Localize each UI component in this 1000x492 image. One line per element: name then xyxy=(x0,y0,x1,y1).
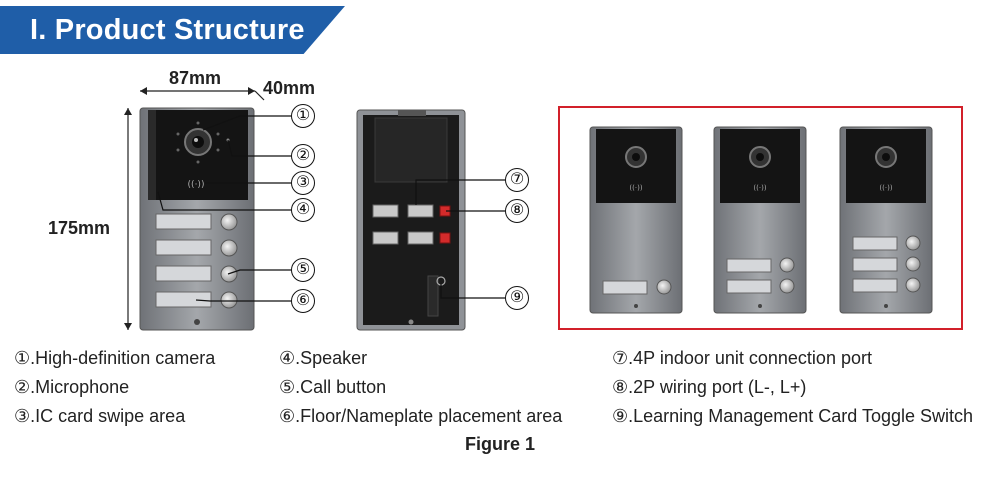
camera-lens-icon xyxy=(184,128,212,156)
screw xyxy=(194,319,200,325)
callout-1: ① xyxy=(291,104,315,128)
callout-3: ③ xyxy=(291,171,315,195)
section-title: I. Product Structure xyxy=(30,14,305,46)
depth-dimension-line xyxy=(254,90,265,101)
variant-one-button: ((·)) xyxy=(589,126,683,314)
legend-item-speaker: ④.Speaker xyxy=(279,348,368,368)
back-panel xyxy=(356,109,466,331)
callout-6: ⑥ xyxy=(291,289,315,313)
svg-text:((·)): ((·)) xyxy=(753,184,766,192)
variant-two-buttons: ((·)) xyxy=(713,126,807,314)
callout-5: ⑤ xyxy=(291,258,315,282)
section-title-banner: I. Product Structure xyxy=(0,6,345,54)
legend-item-nameplate: ⑥.Floor/Nameplate placement area xyxy=(279,406,563,426)
front-panel: ((·)) xyxy=(139,107,255,331)
rfid-icon: ((·)) xyxy=(188,180,205,190)
height-dimension-label: 175mm xyxy=(48,218,111,238)
legend-item-2p-port: ⑧.2P wiring port (L-, L+) xyxy=(612,377,807,397)
terminal-blocks xyxy=(372,204,451,245)
legend-item-call-button: ⑤.Call button xyxy=(279,377,387,397)
depth-dimension-label: 40mm xyxy=(263,78,316,98)
legend-item-microphone: ②.Microphone xyxy=(14,377,130,397)
legend-item-4p-port: ⑦.4P indoor unit connection port xyxy=(612,348,872,368)
variant-three-buttons: ((·)) xyxy=(839,126,933,314)
ir-leds xyxy=(176,121,220,164)
legend-item-ic-card: ③.IC card swipe area xyxy=(14,406,186,426)
callout-8: ⑧ xyxy=(505,199,529,223)
legend-item-toggle-switch: ⑨.Learning Management Card Toggle Switch xyxy=(612,406,974,426)
callout-4: ④ xyxy=(291,198,315,222)
callout-2: ② xyxy=(291,144,315,168)
width-dimension-line xyxy=(140,87,255,95)
figure-caption: Figure 1 xyxy=(464,434,535,454)
nameplate-buttons xyxy=(155,213,238,309)
width-dimension-label: 87mm xyxy=(169,68,222,88)
callout-7: ⑦ xyxy=(505,168,529,192)
back-callout-lines xyxy=(415,179,505,299)
toggle-switch xyxy=(427,275,439,317)
legend-item-camera: ①.High-definition camera xyxy=(14,348,216,368)
svg-text:((·)): ((·)) xyxy=(879,184,892,192)
front-callout-lines xyxy=(157,115,291,302)
svg-text:((·)): ((·)) xyxy=(629,184,642,192)
variants-highlight-box xyxy=(558,106,963,330)
callout-9: ⑨ xyxy=(505,286,529,310)
height-dimension-line xyxy=(124,108,132,330)
